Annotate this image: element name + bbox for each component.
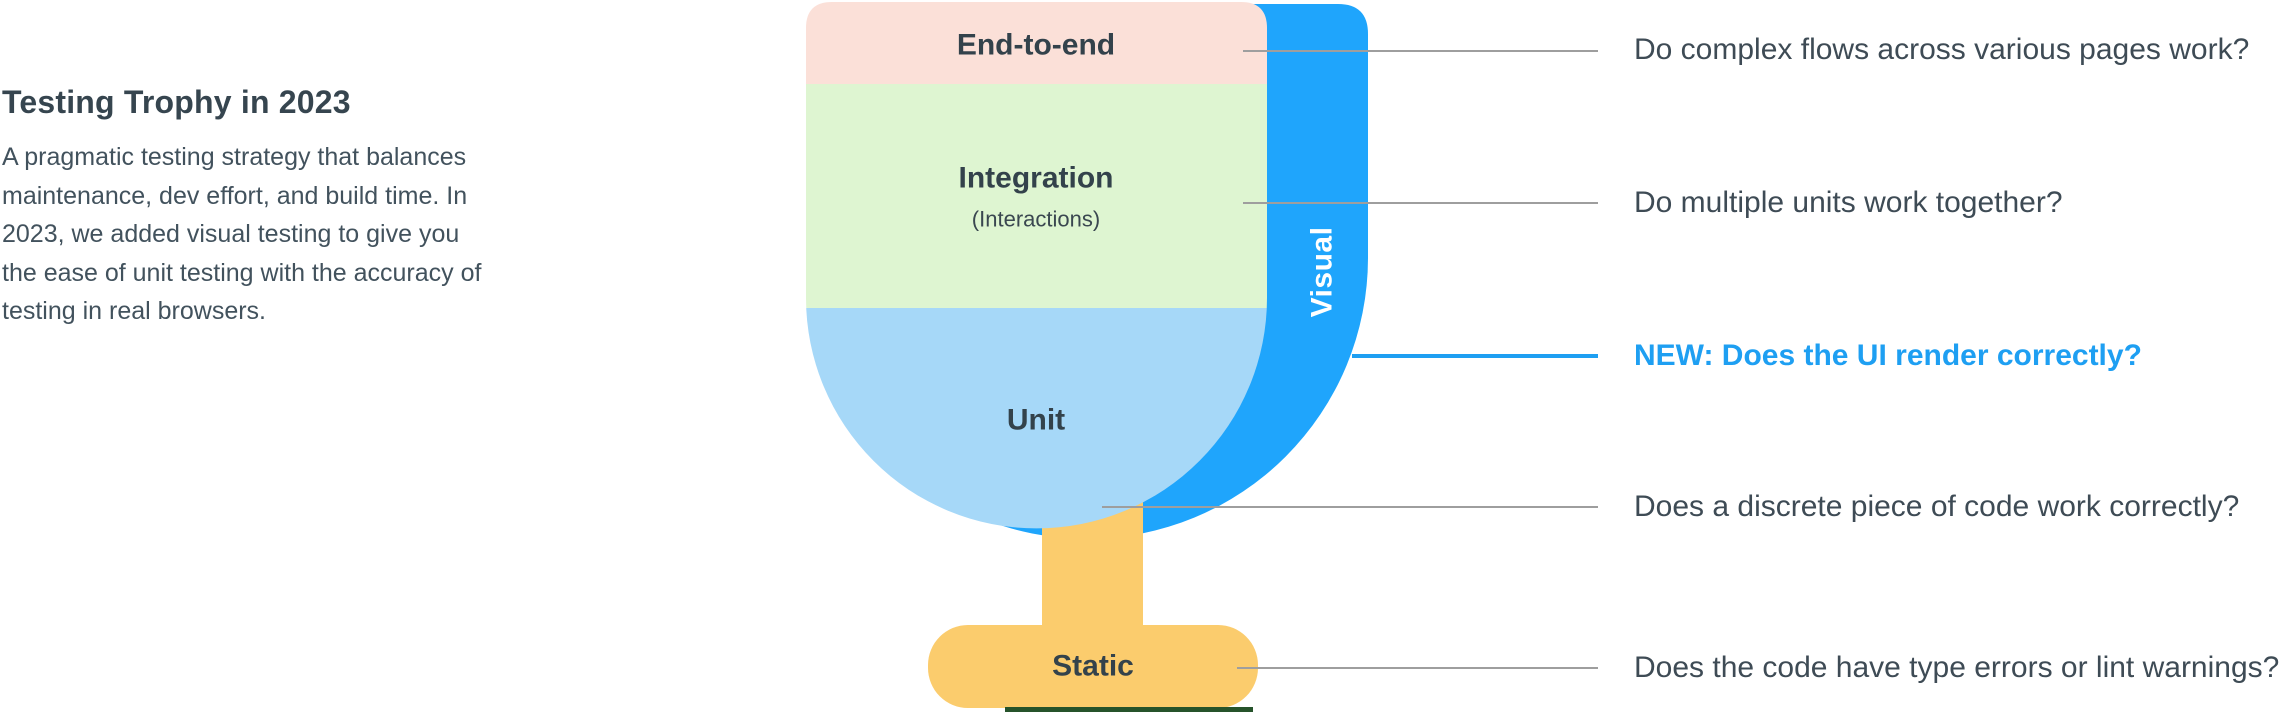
- annotation-unit: Does a discrete piece of code work corre…: [1634, 490, 2240, 523]
- trophy-cup: [806, 2, 1267, 529]
- end-to-end-label: End-to-end: [957, 29, 1115, 62]
- visual-label: Visual: [1306, 227, 1339, 318]
- annotation-static: Does the code have type errors or lint w…: [1634, 651, 2280, 684]
- bottom-cropped-bar: [1005, 707, 1253, 712]
- page-description: A pragmatic testing strategy that balanc…: [2, 143, 482, 325]
- static-label: Static: [1052, 650, 1134, 683]
- intro-block: Testing Trophy in 2023 A pragmatic testi…: [2, 84, 482, 331]
- integration-label: Integration: [959, 162, 1114, 195]
- annotation-end-to-end: Do complex flows across various pages wo…: [1634, 33, 2250, 66]
- static-base: [928, 625, 1258, 708]
- annotation-visual-new: NEW: Does the UI render correctly?: [1634, 339, 2142, 372]
- integration-section: [806, 84, 1267, 308]
- page-title: Testing Trophy in 2023: [2, 84, 351, 120]
- end-to-end-section: [806, 2, 1267, 84]
- annotation-integration: Do multiple units work together?: [1634, 186, 2063, 219]
- integration-sublabel: (Interactions): [972, 207, 1100, 232]
- unit-label: Unit: [1007, 404, 1065, 437]
